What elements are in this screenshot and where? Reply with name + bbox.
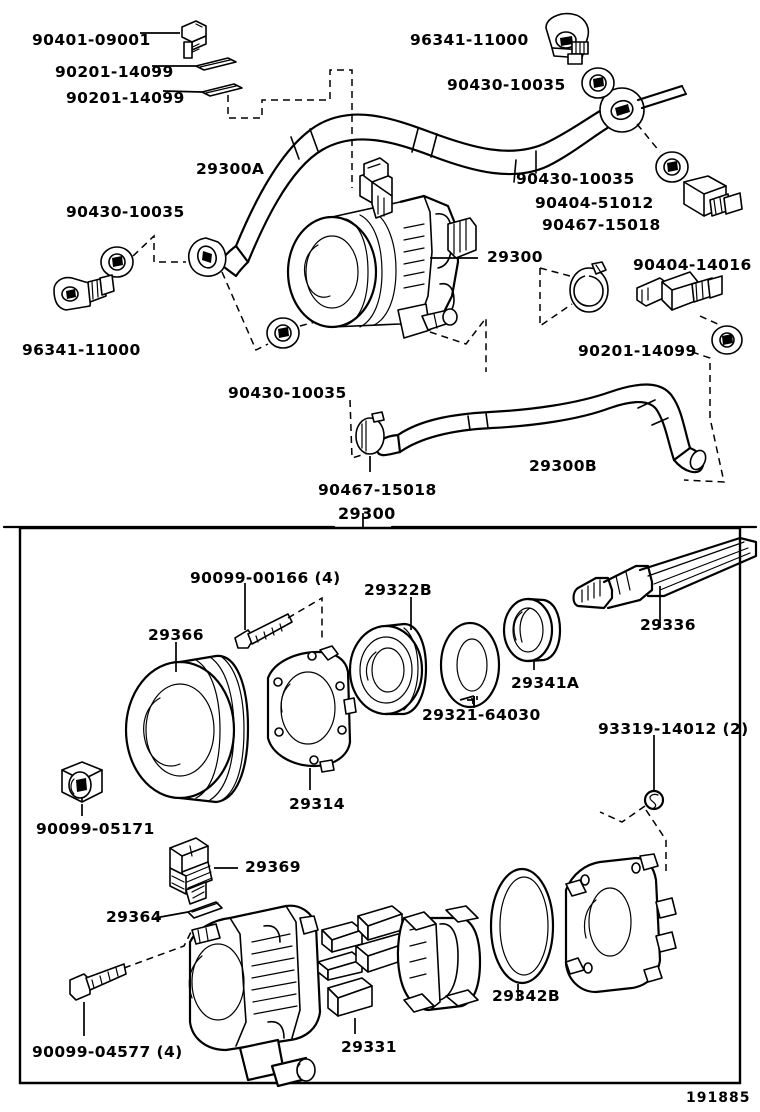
snapring-93319-14012-art bbox=[645, 791, 663, 809]
label-pump-29300: 29300 bbox=[487, 248, 543, 266]
washer-90430-10035-top-art bbox=[582, 68, 614, 98]
label-valve-29369: 29369 bbox=[245, 858, 301, 876]
label-gasket-90430-10035-top: 90430-10035 bbox=[447, 76, 566, 94]
pump-29300-art bbox=[288, 158, 476, 338]
rotor-art bbox=[398, 906, 480, 1012]
label-union-90404-14016: 90404-14016 bbox=[633, 256, 752, 274]
label-bolt-90099-04577: 90099-04577 (4) bbox=[32, 1043, 183, 1061]
bolt-90099-04577-art bbox=[70, 964, 126, 1000]
washer-90430-10035-right-art bbox=[656, 152, 688, 182]
plate-29314-art bbox=[268, 646, 356, 772]
oring-29364-art bbox=[188, 902, 222, 918]
rear-cover-art bbox=[566, 854, 676, 992]
pump-housing-art bbox=[189, 906, 320, 1086]
label-union-96341-11000-top: 96341-11000 bbox=[410, 31, 529, 49]
screw-90099-00166-art bbox=[235, 614, 292, 648]
label-washer-29321-64030: 29321-64030 bbox=[422, 706, 541, 724]
bearing-29322B-art bbox=[350, 624, 426, 714]
label-gasket-90201-14099-b: 90201-14099 bbox=[66, 89, 185, 107]
label-gasket-90430-10035-lower: 90430-10035 bbox=[228, 384, 347, 402]
union-96341-11000-left-art bbox=[54, 275, 114, 310]
label-gasket-90201-14099-right: 90201-14099 bbox=[578, 342, 697, 360]
label-seal-29341A: 29341A bbox=[511, 674, 580, 692]
label-hose-29300A: 29300A bbox=[196, 160, 265, 178]
label-oring-29342B: 29342B bbox=[492, 987, 561, 1005]
clamp-90467-15018-right-art bbox=[570, 262, 608, 312]
gasket-90201-14099-b-art bbox=[202, 84, 242, 96]
label-screw-90099-00166: 90099-00166 (4) bbox=[190, 569, 341, 587]
label-shaft-29336: 29336 bbox=[640, 616, 696, 634]
label-vane-29331: 29331 bbox=[341, 1038, 397, 1056]
washer-90430-10035-left-art bbox=[101, 247, 133, 277]
pulley-29366-art bbox=[126, 656, 248, 802]
oring-29342B-art bbox=[491, 869, 553, 983]
seal-29341A-art bbox=[504, 599, 560, 661]
vane-29331-art bbox=[318, 906, 410, 1016]
nut-90099-05171-art bbox=[62, 762, 102, 802]
gasket-90201-14099-a-art bbox=[196, 58, 236, 70]
label-gasket-90430-10035-right: 90430-10035 bbox=[516, 170, 635, 188]
union-96341-11000-top-art bbox=[546, 14, 588, 64]
label-pulley-29366: 29366 bbox=[148, 626, 204, 644]
label-snapring-93319-14012: 93319-14012 (2) bbox=[598, 720, 749, 738]
banjo-fitting-art bbox=[600, 86, 686, 132]
washer-90201-14099-right-art bbox=[712, 326, 742, 354]
hose-29300A-art bbox=[189, 104, 614, 276]
label-bearing-29322B: 29322B bbox=[364, 581, 433, 599]
label-bolt-90401-09001: 90401-09001 bbox=[32, 31, 151, 49]
union-90404-14016-art bbox=[637, 272, 722, 310]
label-oring-29364: 29364 bbox=[106, 908, 162, 926]
washer-90430-10035-lower-art bbox=[267, 318, 299, 348]
clamp-90467-15018-lower-art bbox=[356, 412, 384, 454]
label-union-90404-51012: 90404-51012 bbox=[535, 194, 654, 212]
figure-number: 191885 bbox=[686, 1090, 751, 1106]
label-union-96341-11000-left: 96341-11000 bbox=[22, 341, 141, 359]
label-clamp-90467-15018-right: 90467-15018 bbox=[542, 216, 661, 234]
lower-section-frame bbox=[20, 528, 740, 1083]
washer-29321-64030-art bbox=[441, 623, 499, 707]
union-90404-51012-art bbox=[684, 176, 742, 216]
shaft-29336-art bbox=[574, 538, 757, 608]
label-gasket-90201-14099-a: 90201-14099 bbox=[55, 63, 174, 81]
valve-29369-art bbox=[170, 838, 212, 904]
upper-assembly-art bbox=[54, 14, 742, 482]
label-hose-29300B: 29300B bbox=[529, 457, 598, 475]
label-plate-29314: 29314 bbox=[289, 795, 345, 813]
label-gasket-90430-10035-left: 90430-10035 bbox=[66, 203, 185, 221]
bolt-90401-09001-art bbox=[182, 21, 206, 58]
label-clamp-90467-15018-lower: 90467-15018 bbox=[318, 481, 437, 499]
label-nut-90099-05171: 90099-05171 bbox=[36, 820, 155, 838]
section-title-29300: 29300 bbox=[338, 504, 396, 523]
